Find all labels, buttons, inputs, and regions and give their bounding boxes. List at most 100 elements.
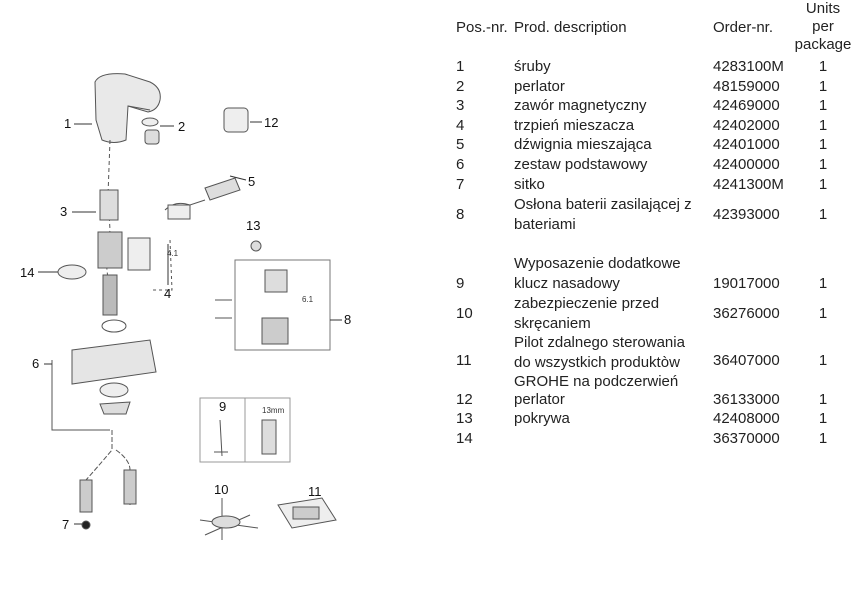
row-desc-line1: zabezpieczenie przed — [514, 295, 660, 312]
callout-1: 1 — [64, 116, 71, 131]
row-order: 4241300M — [713, 176, 784, 193]
row-order: 36133000 — [713, 391, 780, 408]
row-pos: 5 — [456, 136, 465, 153]
row-desc-line2: bateriami — [514, 215, 576, 233]
row-pos: 7 — [456, 176, 465, 193]
row-order: 42402000 — [713, 117, 780, 134]
row-desc: sitko — [514, 176, 545, 193]
row-desc: zawór magnetyczny — [514, 97, 647, 114]
header-pos: Pos.-nr. — [456, 19, 508, 36]
callout-10: 10 — [214, 482, 228, 497]
row-qty: 1 — [818, 176, 828, 193]
row-desc-line2: do wszystkich produktòw — [514, 353, 680, 371]
row-order: 48159000 — [713, 78, 780, 95]
header-desc: Prod. description — [514, 19, 627, 36]
row-order: 36276000 — [713, 305, 780, 322]
supply-hoses — [79, 430, 137, 530]
row-desc: pokrywa — [514, 410, 570, 427]
row-qty: 1 — [818, 305, 828, 322]
row-qty: 1 — [818, 78, 828, 95]
header-units-line1: Units — [805, 0, 841, 17]
parts-table: Pos.-nr. Prod. description Order-nr. Uni… — [450, 0, 862, 604]
anti-twist-tool — [199, 498, 259, 540]
row-order: 42408000 — [713, 410, 780, 427]
row-desc: Osłona baterii zasilającej z bateriami — [514, 195, 710, 234]
callout-14: 14 — [20, 265, 34, 280]
row-qty: 1 — [818, 117, 828, 134]
row-qty: 1 — [818, 391, 828, 408]
callout-8: 8 — [344, 312, 351, 327]
row-desc: perlator — [514, 391, 565, 408]
row-pos: 3 — [456, 97, 465, 114]
row-desc: zabezpieczenie przed skręcaniem — [514, 294, 710, 333]
row-pos: 11 — [456, 352, 472, 369]
row-desc: klucz nasadowy — [514, 275, 620, 292]
row-order: 42469000 — [713, 97, 780, 114]
remote-control — [277, 497, 337, 529]
row-order: 36407000 — [713, 352, 780, 369]
socket-wrench-box — [199, 397, 291, 463]
cover-13 — [250, 240, 262, 252]
aerator-part — [141, 117, 160, 145]
aerator-12 — [223, 107, 249, 133]
row-qty: 1 — [818, 156, 828, 173]
table-row: 10 zabezpieczenie przed skręcaniem 36276… — [450, 294, 862, 334]
row-order: 42393000 — [713, 206, 780, 223]
exploded-diagram: 1 2 3 4 5 6 7 8 9 10 11 12 13 14 4.1 6.1… — [20, 73, 351, 540]
row-pos: 8 — [456, 206, 465, 223]
row-desc-line1: Osłona baterii zasilającej z — [514, 196, 692, 213]
row-qty: 1 — [818, 430, 828, 447]
row-desc: perlator — [514, 78, 565, 95]
row-desc: zestaw podstawowy — [514, 156, 648, 173]
callout-13: 13 — [246, 218, 260, 233]
leader-lines — [38, 121, 342, 525]
battery-box — [215, 259, 331, 351]
row-qty: 1 — [818, 352, 828, 369]
base-set — [51, 319, 157, 431]
callout-6: 6 — [32, 356, 39, 371]
section-title: Wyposazenie dodatkowe — [514, 255, 681, 272]
header-units-line3: package — [794, 36, 852, 53]
row-qty: 1 — [818, 136, 828, 153]
callout-2: 2 — [178, 119, 185, 134]
sub-label-6-1: 6.1 — [302, 295, 314, 304]
row-pos: 2 — [456, 78, 465, 95]
row-desc: dźwignia mieszająca — [514, 136, 652, 153]
cable-column — [97, 139, 123, 316]
row-qty: 1 — [818, 275, 828, 292]
row-pos: 9 — [456, 275, 465, 292]
row-desc-line1: Pilot zdalnego sterowania — [514, 334, 685, 351]
row-pos: 1 — [456, 58, 465, 75]
row-order: 19017000 — [713, 275, 780, 292]
row-desc: trzpień mieszacza — [514, 117, 635, 134]
callout-7: 7 — [62, 517, 69, 532]
row-pos: 4 — [456, 117, 465, 134]
table-row: 8 Osłona baterii zasilającej z bateriami… — [450, 195, 862, 235]
row-qty: 1 — [818, 58, 828, 75]
sub-label-4-1: 4.1 — [167, 249, 179, 258]
row-order: 36370000 — [713, 430, 780, 447]
row-desc-line2: skręcaniem — [514, 314, 591, 332]
row-desc: śruby — [514, 58, 551, 75]
sub-label-13mm: 13mm — [262, 406, 285, 415]
callout-5: 5 — [248, 174, 255, 189]
faucet-body — [94, 73, 161, 143]
row-pos: 13 — [456, 410, 473, 427]
row-pos: 14 — [456, 430, 473, 447]
row-desc: Pilot zdalnego sterowania do wszystkich … — [514, 333, 710, 392]
callout-9: 9 — [219, 399, 226, 414]
row-order: 42401000 — [713, 136, 780, 153]
row-pos: 10 — [456, 305, 473, 322]
callout-4: 4 — [164, 286, 171, 301]
row-qty: 1 — [818, 410, 828, 427]
header-units-line2: per — [812, 18, 834, 35]
row-qty: 1 — [818, 206, 828, 223]
callout-3: 3 — [60, 204, 67, 219]
row-pos: 6 — [456, 156, 465, 173]
washer-14 — [57, 264, 87, 280]
callout-12: 12 — [264, 115, 278, 130]
callout-11: 11 — [308, 484, 322, 499]
row-qty: 1 — [818, 97, 828, 114]
row-desc-line3: GROHE na podczerwień — [514, 373, 679, 390]
header-order: Order-nr. — [713, 19, 774, 36]
